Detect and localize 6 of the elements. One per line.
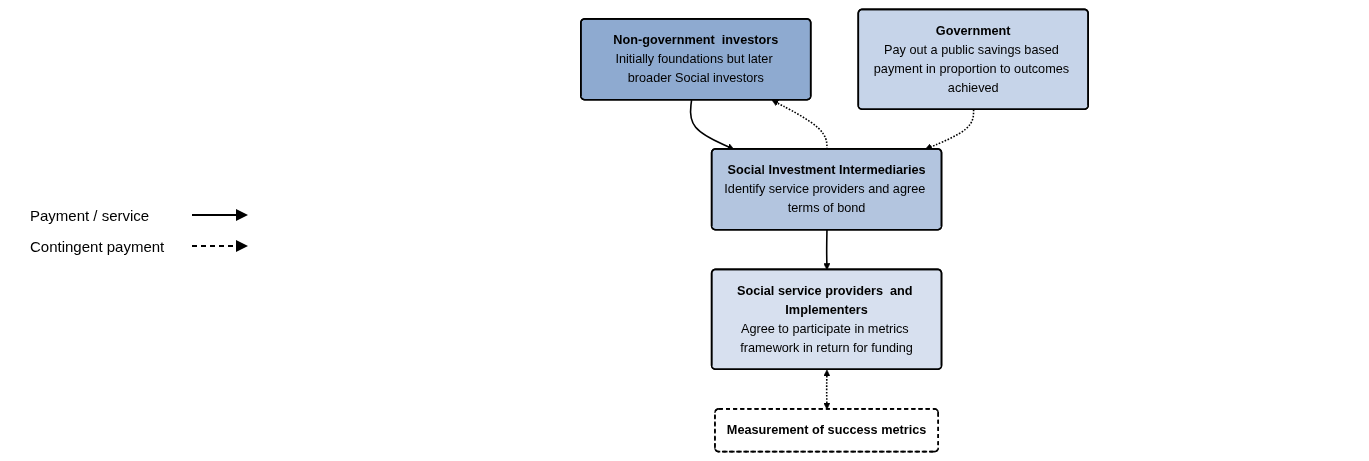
arrow — [925, 108, 975, 150]
legend-label: Payment / service — [30, 206, 151, 224]
arrow — [689, 99, 735, 150]
arrow — [823, 229, 831, 271]
arrow — [823, 369, 831, 410]
legend-label: Contingent payment — [30, 237, 166, 255]
